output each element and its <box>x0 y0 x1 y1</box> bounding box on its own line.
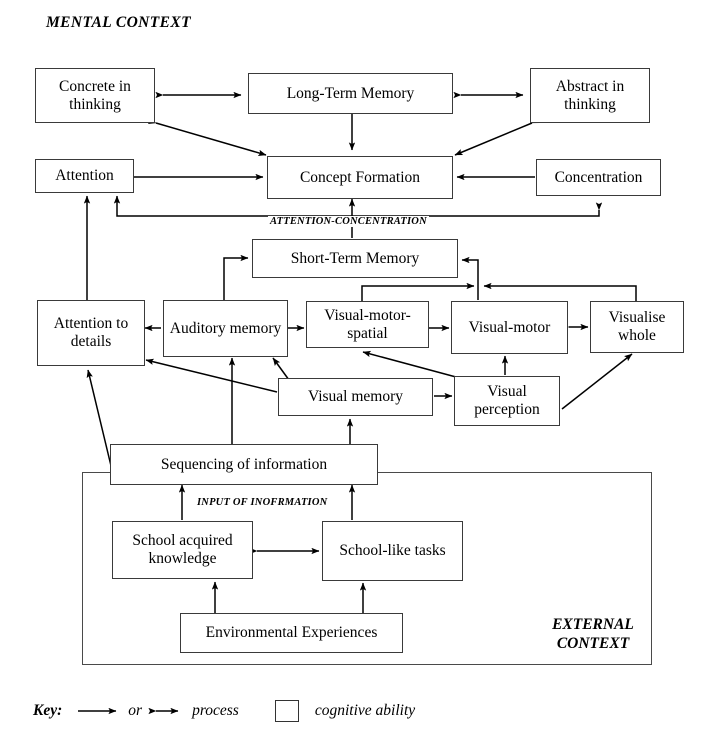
node-concentration[interactable]: Concentration <box>536 159 661 196</box>
edge-visualmem-auditory <box>272 357 297 389</box>
node-label: Visual-motor <box>468 318 551 336</box>
node-visual-memory[interactable]: Visual memory <box>278 378 433 416</box>
page-title: MENTAL CONTEXT <box>46 14 191 31</box>
edge-visualmotor-stm <box>461 256 479 300</box>
node-school-acquired-knowledge[interactable]: School acquired knowledge <box>112 521 253 579</box>
node-visual-motor-spatial[interactable]: Visual-motor-spatial <box>306 301 429 348</box>
node-label: Visualise whole <box>608 309 666 344</box>
node-attention-to-details[interactable]: Attention to details <box>37 300 145 366</box>
single-arrow-icon <box>78 707 117 715</box>
node-label: School acquired knowledge <box>132 532 233 567</box>
node-visual-perception[interactable]: Visual perception <box>454 376 560 426</box>
key-process-text: process <box>192 702 239 719</box>
edge-visualmem-details <box>145 358 278 393</box>
node-label: Abstract in thinking <box>555 77 625 113</box>
edge-concrete-concept <box>147 117 267 156</box>
key-legend: Key: or process cognitive ability <box>33 700 421 722</box>
node-label: Attention to details <box>53 315 129 350</box>
key-cognitive-ability-text: cognitive ability <box>314 702 416 719</box>
node-label: Visual perception <box>474 383 540 418</box>
node-label: School-like tasks <box>339 542 446 560</box>
flow-label-input-of-information: INPUT OF INOFRMATION <box>195 497 330 508</box>
node-label: Auditory memory <box>169 319 282 337</box>
edge-visualperception-vms <box>362 350 457 378</box>
node-label: Visual-motor-spatial <box>324 306 411 342</box>
edge-attention-concentration-bus <box>113 195 603 217</box>
edge-vms-bus <box>361 282 475 301</box>
node-label: Environmental Experiences <box>205 624 378 642</box>
node-abstract-in-thinking[interactable]: Abstract in thinking <box>530 68 650 123</box>
node-auditory-memory[interactable]: Auditory memory <box>163 300 288 357</box>
cognitive-ability-swatch-icon <box>274 700 299 722</box>
edge-sequencing-details <box>86 369 113 471</box>
node-label: Concrete in thinking <box>59 77 131 113</box>
node-label: Long-Term Memory <box>286 84 415 102</box>
edge-abstract-concept <box>454 117 541 156</box>
node-environmental-experiences[interactable]: Environmental Experiences <box>180 613 403 653</box>
node-label: Concept Formation <box>299 168 421 186</box>
external-context-label: EXTERNAL CONTEXT <box>552 616 634 653</box>
node-long-term-memory[interactable]: Long-Term Memory <box>248 73 453 114</box>
node-concrete-in-thinking[interactable]: Concrete in thinking <box>35 68 155 123</box>
node-label: Sequencing of information <box>160 455 328 473</box>
node-sequencing-of-information[interactable]: Sequencing of information <box>110 444 378 485</box>
node-label: Visual memory <box>307 388 404 406</box>
node-label: Attention <box>55 167 114 185</box>
node-label: Concentration <box>554 168 643 186</box>
node-school-like-tasks[interactable]: School-like tasks <box>322 521 463 581</box>
key-or-text: or <box>128 702 143 719</box>
edge-visualise-bus <box>483 282 637 301</box>
node-short-term-memory[interactable]: Short-Term Memory <box>252 239 458 278</box>
node-visual-motor[interactable]: Visual-motor <box>451 301 568 354</box>
node-concept-formation[interactable]: Concept Formation <box>267 156 453 199</box>
key-label: Key: <box>33 702 63 719</box>
flow-label-attention-concentration: ATTENTION-CONCENTRATION <box>268 216 429 227</box>
edge-auditory-stm <box>223 254 249 300</box>
edge-visualperception-visualise <box>561 353 633 410</box>
double-arrow-icon <box>148 707 179 715</box>
node-visualise-whole[interactable]: Visualise whole <box>590 301 684 353</box>
node-label: Short-Term Memory <box>290 249 420 267</box>
node-attention[interactable]: Attention <box>35 159 134 193</box>
